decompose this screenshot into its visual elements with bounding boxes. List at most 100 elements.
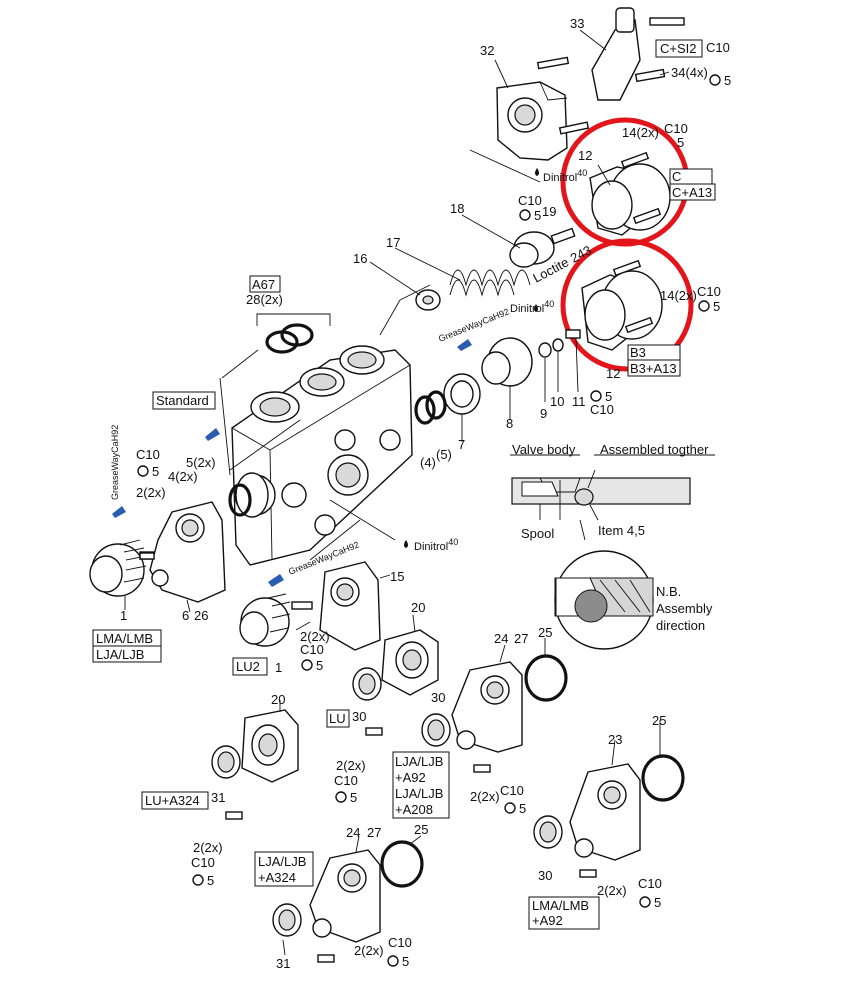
torque-c10: C10	[664, 121, 688, 136]
torque-c10: C10	[334, 773, 358, 788]
box-labels: C+SI2 C C+A13 B3 B3+A13 A67 Standard LMA…	[96, 41, 712, 928]
box-b3: B3	[630, 345, 646, 360]
nut-icon	[639, 896, 651, 908]
torque-5: 5	[605, 389, 612, 404]
parts-4-5-orings	[414, 390, 447, 425]
label-27a: 27	[514, 631, 528, 646]
dinitrol-label: Dinitrol40	[414, 537, 458, 553]
box-lja-a324-2: +A324	[258, 870, 296, 885]
label-2-2x-d: 2(2x)	[193, 840, 223, 855]
detail-nb3: direction	[656, 618, 705, 633]
part-28-orings	[256, 313, 331, 354]
part-23-body-lma-a92	[569, 763, 641, 861]
box-lja-a92-2: +A92	[395, 770, 426, 785]
torque-5: 5	[654, 895, 661, 910]
part-30-cap-lja	[421, 713, 451, 747]
label-5: (5)	[436, 447, 452, 462]
torque-5: 5	[350, 790, 357, 805]
label-30b: 30	[431, 690, 445, 705]
part-25-oring-lja	[524, 654, 568, 702]
label-14a: 14(2x)	[622, 125, 659, 140]
box-lja-a324-1: LJA/LJB	[258, 854, 306, 869]
detail-valve-body: Valve body	[512, 442, 576, 457]
part-24-body-lja-a324	[309, 849, 381, 943]
label-25c: 25	[414, 822, 428, 837]
box-lja-a208-1: LJA/LJB	[395, 786, 443, 801]
nut-icon	[192, 874, 204, 886]
label-10: 10	[550, 394, 564, 409]
part-12-cover-c	[589, 151, 671, 236]
torque-c10: C10	[300, 642, 324, 657]
box-lma-a92-2: +A92	[532, 913, 563, 928]
part-1-cap-lu2	[239, 593, 313, 647]
label-12b: 12	[606, 366, 620, 381]
nut-icon	[387, 955, 399, 967]
torque-5: 5	[316, 658, 323, 673]
nut-icon	[709, 74, 721, 86]
box-lma-lmb: LMA/LMB	[96, 631, 153, 646]
torque-5: 5	[519, 801, 526, 816]
label-7: 7	[458, 437, 465, 452]
highlight-circle-b3	[560, 238, 694, 372]
label-25b: 25	[652, 713, 666, 728]
label-boxes	[92, 39, 716, 930]
nut-icon	[519, 209, 531, 221]
torque-5: 5	[402, 954, 409, 969]
nut-icon	[590, 390, 602, 402]
box-standard: Standard	[156, 393, 209, 408]
dinitrol-label: Dinitrol40	[510, 299, 554, 315]
grease-label: GreaseWayCaH92	[110, 425, 120, 500]
label-1b: 1	[275, 660, 282, 675]
part-7-ring	[443, 373, 481, 415]
label-24a: 24	[494, 631, 508, 646]
label-31a: 31	[211, 790, 225, 805]
part-16-washer	[415, 289, 441, 311]
grease-label: GreaseWayCaH92	[437, 306, 510, 343]
detail-item45: Item 4,5	[598, 523, 645, 538]
box-lja-a208-2: +A208	[395, 802, 433, 817]
label-15: 15	[390, 569, 404, 584]
part-30-cap-lma-a92	[533, 815, 563, 849]
nut-icon	[301, 659, 313, 671]
label-2-2x-f: 2(2x)	[597, 883, 627, 898]
torque-markers: C10 5 C10 5 C10 5 C10 5 5 C10 C10 5 C10 …	[136, 40, 731, 969]
label-17: 17	[386, 235, 400, 250]
part-20-flange-lu-a324	[241, 709, 299, 783]
box-lja-a92-1: LJA/LJB	[395, 754, 443, 769]
label-8: 8	[506, 416, 513, 431]
torque-c10: C10	[388, 935, 412, 950]
torque-c10: C10	[136, 447, 160, 462]
label-11: 11	[572, 394, 586, 409]
part-24-body-lja	[451, 661, 523, 753]
part-15-body-lu2	[319, 561, 381, 651]
label-31b: 31	[276, 956, 290, 971]
box-lma-a92-1: LMA/LMB	[532, 898, 589, 913]
box-ca13: C+A13	[672, 185, 712, 200]
label-16: 16	[353, 251, 367, 266]
label-5-2x: 5(2x)	[186, 455, 216, 470]
label-28: 28(2x)	[246, 292, 283, 307]
detail-spool: Spool	[521, 526, 554, 541]
torque-5: 5	[677, 135, 684, 150]
torque-5: 5	[207, 873, 214, 888]
part-32-housing	[496, 56, 590, 161]
torque-c10: C10	[500, 783, 524, 798]
torque-5: 5	[534, 208, 541, 223]
torque-5: 5	[152, 464, 159, 479]
nut-icon	[335, 791, 347, 803]
nut-icon	[504, 802, 516, 814]
torque-c10: C10	[706, 40, 730, 55]
torque-c10: C10	[191, 855, 215, 870]
label-27b: 27	[367, 825, 381, 840]
label-34: 34(4x)	[671, 65, 708, 80]
label-32: 32	[480, 43, 494, 58]
part-31-cap-lu-a324	[211, 745, 241, 779]
part-20-flange-lu	[381, 629, 439, 696]
part-labels: 33 32 34(4x) 14(2x) 12 19 18 17 16 14(2x…	[120, 16, 708, 971]
leader-lines	[124, 29, 670, 956]
torque-c10: C10	[518, 193, 542, 208]
torque-5: 5	[724, 73, 731, 88]
part-33-fitting	[591, 7, 685, 101]
label-20b: 20	[271, 692, 285, 707]
